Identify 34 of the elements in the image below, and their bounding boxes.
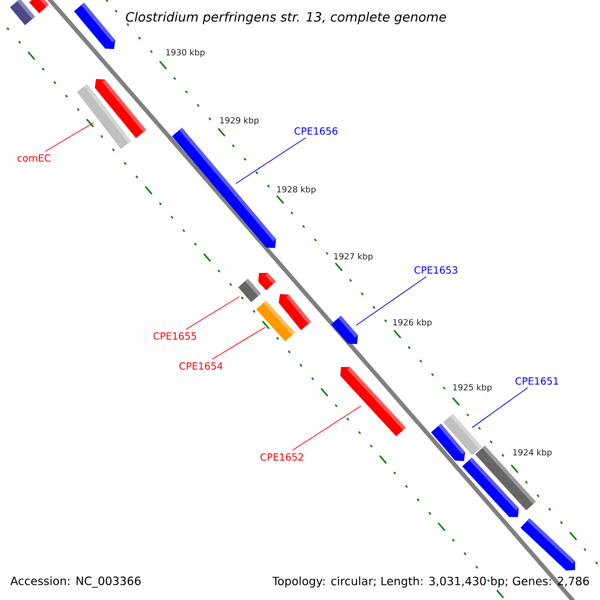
gene-label: CPE1655: [154, 332, 196, 340]
leader-line: [44, 122, 94, 152]
gene-label: CPE1651: [516, 377, 558, 385]
scale-label: 1930 kbp: [166, 48, 205, 58]
leader-line: [212, 326, 266, 360]
gene-label: comEC: [18, 154, 51, 162]
scale-label: 1924 kbp: [513, 448, 552, 458]
gene-feature: [74, 2, 116, 49]
footer-text: Accession: NC_003366: [10, 576, 141, 588]
gene-feature: [238, 278, 261, 302]
gene-feature: [431, 424, 466, 461]
leader-line: [356, 276, 427, 326]
gene-feature: [331, 316, 358, 344]
gene-feature: [10, 0, 35, 26]
gene-label: CPE1653: [414, 266, 458, 274]
gene-feature: [76, 84, 132, 149]
scale-label: 1925 kbp: [453, 384, 492, 392]
gene-feature: [340, 367, 406, 436]
title: Clostridium perfringens str. 13, complete genome: [126, 12, 446, 24]
scale-label: 1926 kbp: [393, 318, 432, 328]
gene-feature: [256, 300, 295, 342]
gene-label: CPE1652: [260, 453, 304, 461]
gene-label: CPE1654: [180, 362, 222, 370]
leader-line: [292, 406, 362, 451]
gene-label: CPE1656: [294, 127, 338, 135]
leader-line: [472, 387, 528, 428]
gene-feature: [520, 518, 576, 571]
gene-feature: [29, 0, 49, 14]
leader-line: [186, 296, 240, 330]
leader-line: [235, 137, 306, 184]
gene-feature: [258, 272, 276, 290]
scale-label: 1927 kbp: [334, 252, 373, 262]
gene-feature: [462, 458, 519, 517]
gene-feature: [172, 128, 276, 248]
